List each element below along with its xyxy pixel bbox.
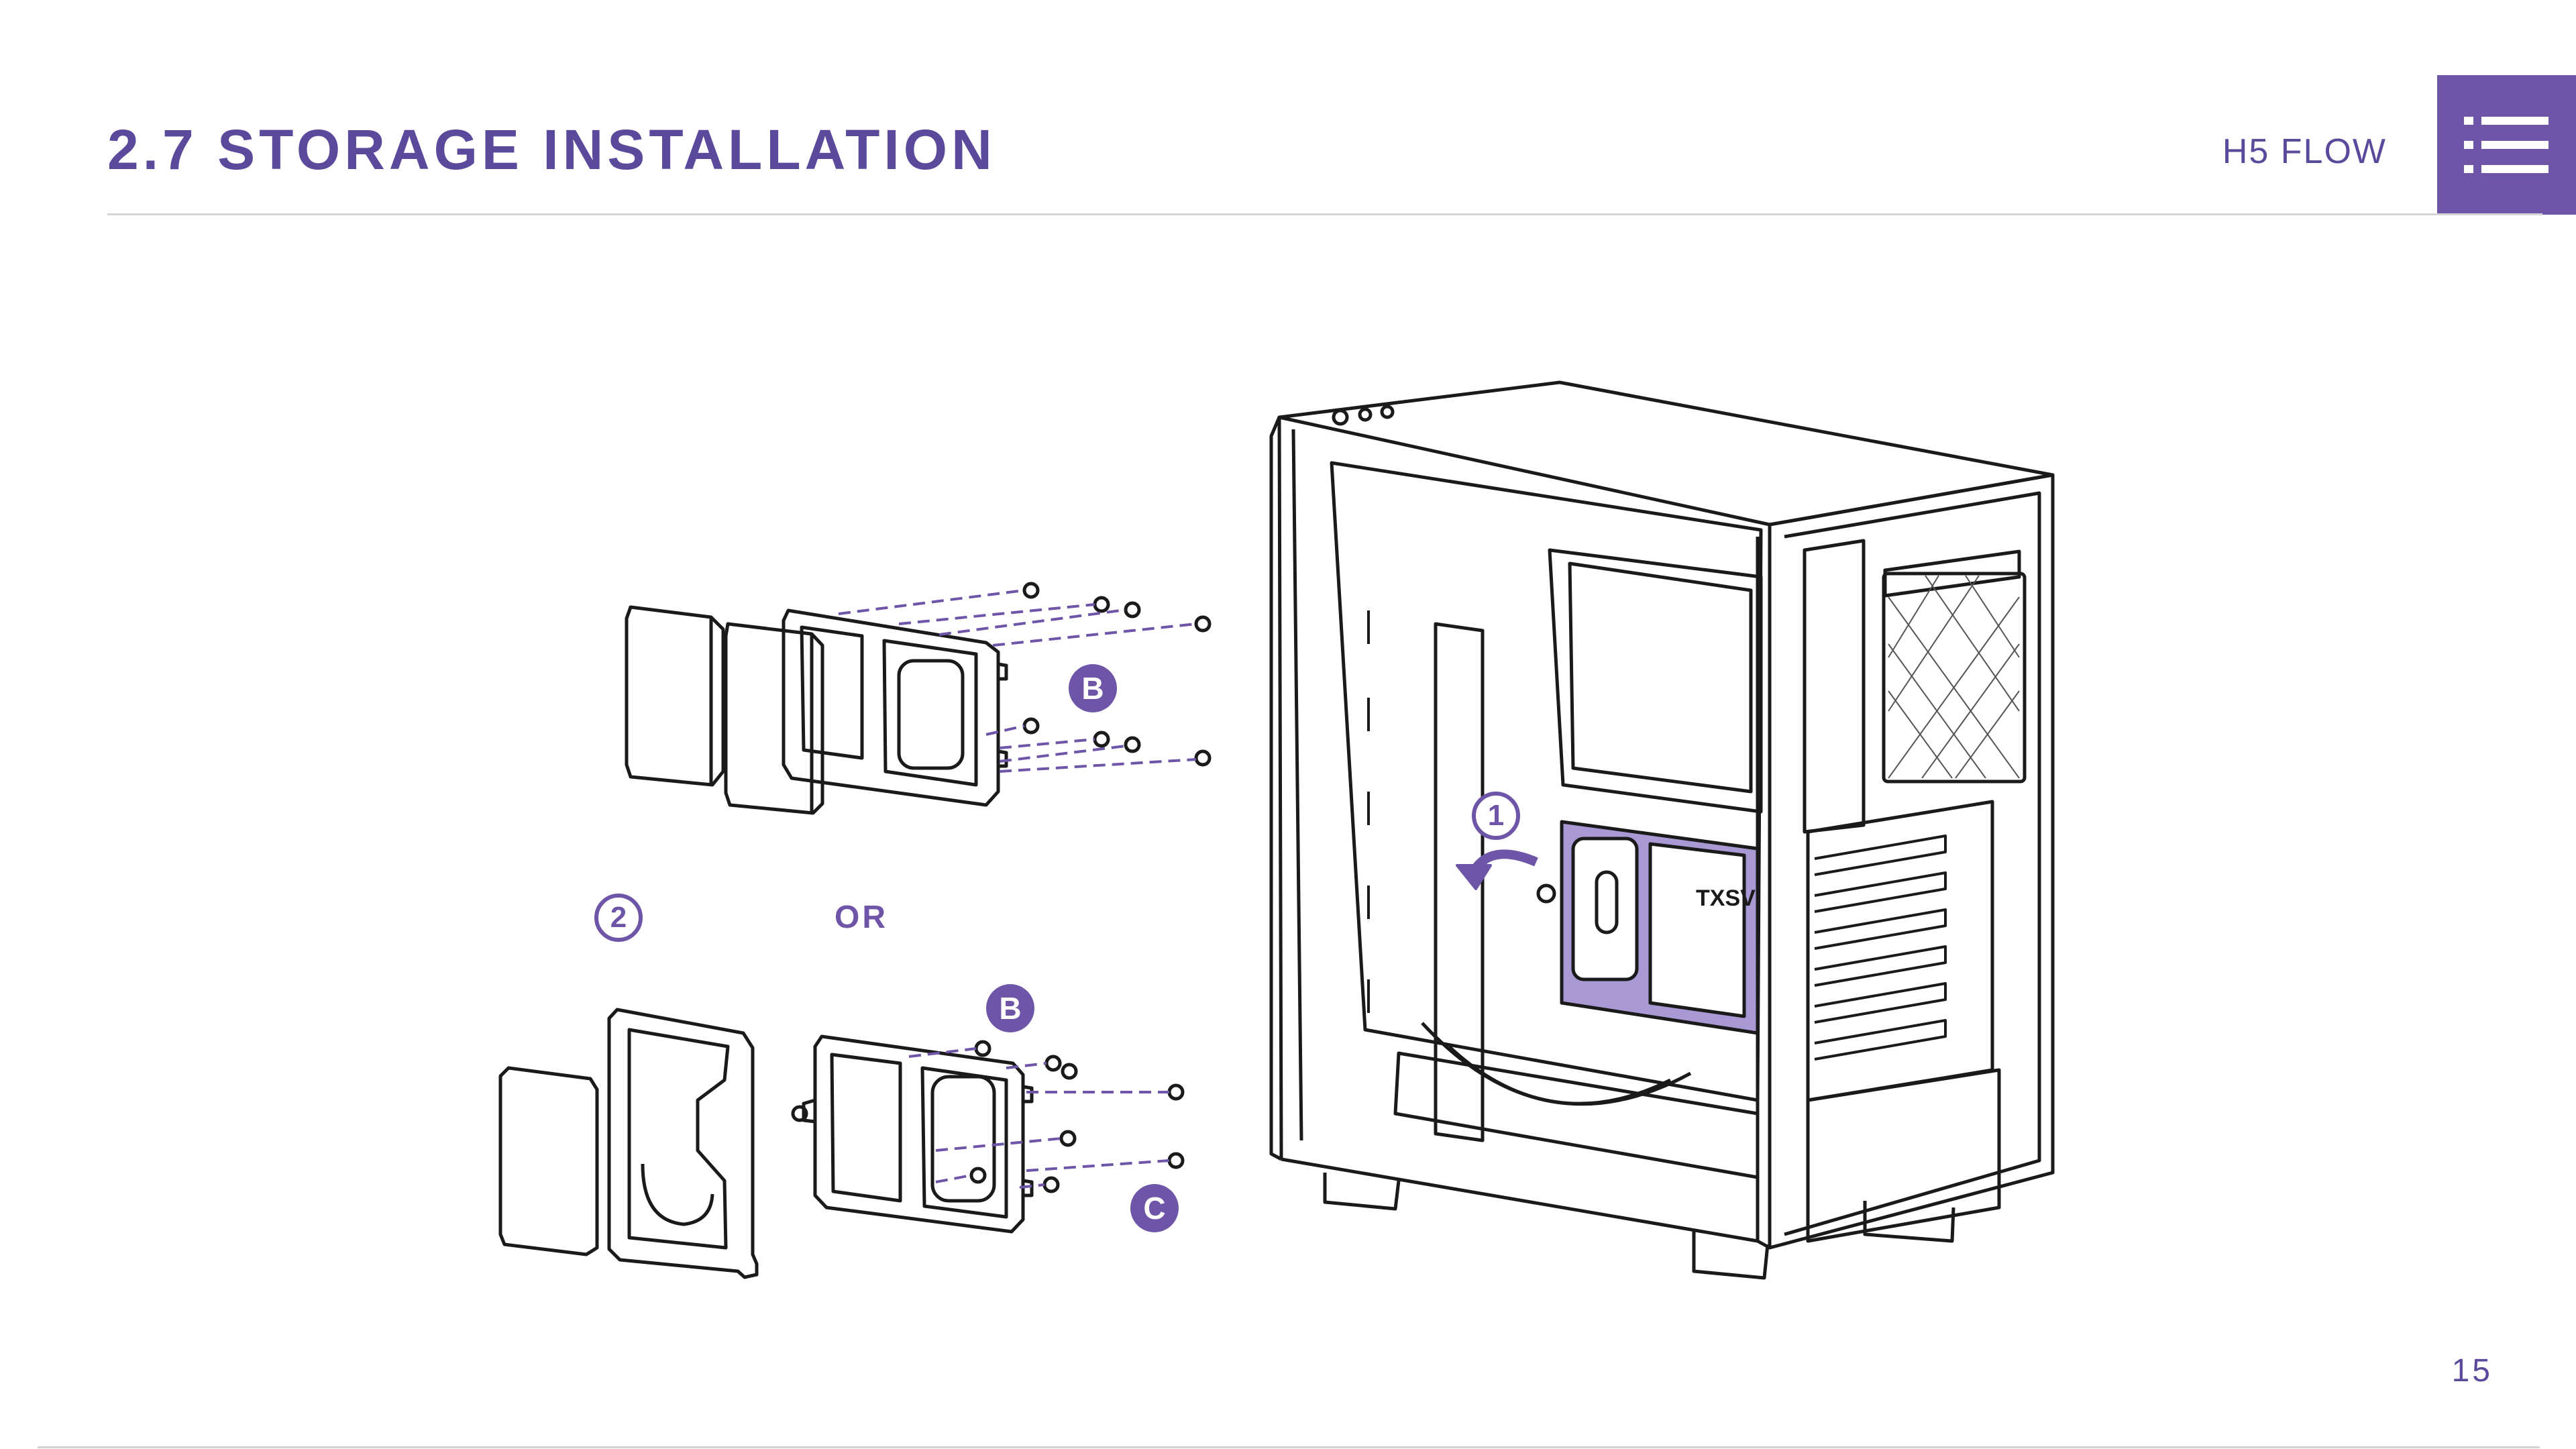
step-1-marker: 1 [1472,792,1520,840]
pc-case [1271,382,2053,1278]
drive-cage-label: TXSV [1696,885,1756,911]
page-number: 15 [2452,1352,2493,1389]
step-2-marker: 2 [594,894,643,942]
screw-guide-lines-upper [839,590,1196,771]
hdd-tray-lower [793,1036,1032,1232]
footer-divider [38,1446,2540,1448]
badge-b-upper: B [1069,664,1117,712]
badge-b-lower: B [986,984,1034,1032]
ssd-drive-upper-1 [627,607,723,785]
badge-c: C [1130,1184,1179,1232]
hdd-drive-lower [609,1010,757,1277]
ssd-drive-upper-2 [726,624,822,813]
screw-set-lower [971,1042,1183,1191]
screw-guide-lines-lower [909,1049,1169,1187]
drive-cage-highlight [1538,822,1758,1033]
or-label: OR [835,899,888,936]
ssd-drive-lower [500,1068,597,1254]
